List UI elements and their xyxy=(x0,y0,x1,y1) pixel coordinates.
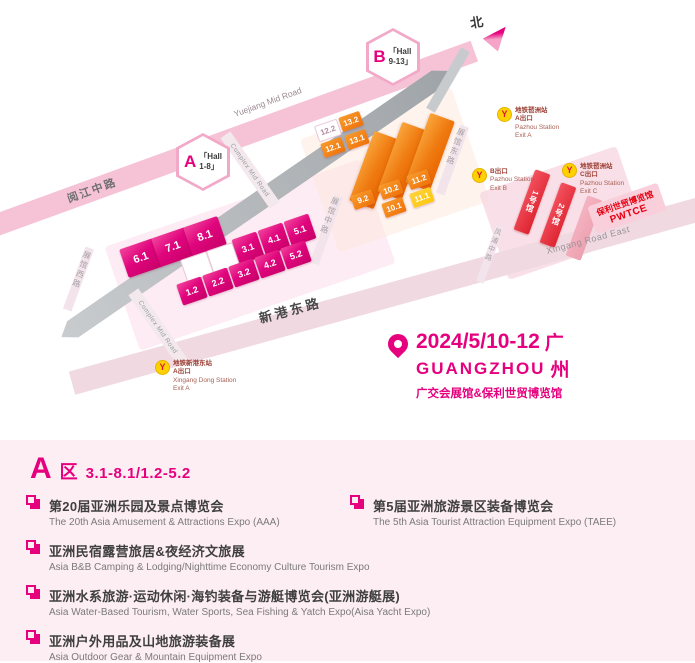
badge-hall-range: 「Hall 1-8」 xyxy=(199,152,222,171)
station-name-en: Xingang Dong Station xyxy=(173,376,237,384)
badge-hall-9-13-inner: B 「Hall 9-13」 xyxy=(369,31,417,83)
station-exit-en: Exit B xyxy=(490,184,507,192)
station-name-cn: 地铁琶洲站 xyxy=(515,107,548,114)
expo-bullet-icon xyxy=(26,495,40,509)
event-info: 2024/5/10-12 广 GUANGZHOU 州 广交会展馆&保利世贸博览馆 xyxy=(383,328,569,401)
event-city-en: GUANGZHOU xyxy=(416,358,546,378)
location-pin-icon xyxy=(383,329,413,359)
metro-icon: Y xyxy=(155,360,170,375)
expo-item-aaa: 第20届亚洲乐园及景点博览会 The 20th Asia Amusement &… xyxy=(26,495,348,528)
station-name-en: Pazhou Station xyxy=(490,176,535,184)
badge-hall-line2: 1-8」 xyxy=(199,162,219,171)
station-name-cn: 地铁琶洲站 xyxy=(580,163,613,170)
station-exit-cn: C出口 xyxy=(580,171,598,179)
station-name-en: Pazhou Station xyxy=(580,179,625,187)
hall-west-road-label: 展馆西路 xyxy=(70,249,93,291)
badge-hall-line1: 「Hall xyxy=(388,47,412,57)
station-exit-en: Exit A xyxy=(515,132,532,140)
badge-hall-1-8-inner: A 「Hall 1-8」 xyxy=(179,136,227,188)
expo-title-cn: 第20届亚洲乐园及景点博览会 xyxy=(49,499,224,514)
event-city-char-1: 广 xyxy=(544,333,564,354)
event-venues: 广交会展馆&保利世贸博览馆 xyxy=(416,388,563,400)
complex-mid-road-label: Complex Mid Road xyxy=(228,142,272,198)
expo-title-cn: 亚洲户外用品及山地旅游装备展 xyxy=(49,634,236,649)
event-text: 2024/5/10-12 广 GUANGZHOU 州 广交会展馆&保利世贸博览馆 xyxy=(416,328,569,401)
badge-hall-range: 「Hall 9-13」 xyxy=(389,47,413,66)
badge-letter-a: A xyxy=(184,152,197,171)
expo-bullet-icon xyxy=(26,630,40,644)
compass-north-arrow-icon xyxy=(483,20,514,51)
station-pazhou-exit-c: Y 地铁琶洲站 C出口 Pazhou Station Exit C xyxy=(562,163,624,197)
station-exit-cn: A出口 xyxy=(173,368,191,376)
zone-suffix: 区 xyxy=(59,462,78,482)
expo-bullet-icon xyxy=(26,585,40,599)
zone-header: A 区 3.1-8.1/1.2-5.2 xyxy=(30,454,671,484)
expo-title-en: Asia Outdoor Gear & Mountain Equipment E… xyxy=(49,652,262,663)
expo-title-en: The 20th Asia Amusement & Attractions Ex… xyxy=(49,517,280,528)
metro-icon: Y xyxy=(562,163,577,178)
expo-title-cn: 第5届亚洲旅游景区装备博览会 xyxy=(373,499,554,514)
metro-icon: Y xyxy=(472,168,487,183)
station-name-cn: 地铁新港东站 xyxy=(173,360,212,367)
expo-item-bnb-camping: 亚洲民宿露营旅居&夜经济文旅展 Asia B&B Camping & Lodgi… xyxy=(26,540,671,573)
expo-title-en: Asia B&B Camping & Lodging/Nighttime Eco… xyxy=(49,562,370,573)
badge-hall-1-8: A 「Hall 1-8」 xyxy=(176,133,230,191)
event-city-char-2: 州 xyxy=(550,360,570,381)
badge-hall-line2: 9-13」 xyxy=(388,57,413,66)
expo-title-cn: 亚洲民宿露营旅居&夜经济文旅展 xyxy=(49,544,245,559)
station-exit-cn: A出口 xyxy=(515,115,533,123)
metro-icon: Y xyxy=(497,107,512,122)
expo-text: 第5届亚洲旅游景区装备博览会 The 5th Asia Tourist Attr… xyxy=(373,496,616,528)
venue-map: Complex Mid Road Complex Mid Road Yuejia… xyxy=(0,0,695,440)
expo-title-en: The 5th Asia Tourist Attraction Equipmen… xyxy=(373,517,617,528)
zone-letter: A xyxy=(30,452,52,485)
station-pazhou-exit-a: Y 地铁琶洲站 A出口 Pazhou Station Exit A xyxy=(497,107,559,141)
badge-hall-line1: 「Hall xyxy=(199,152,222,162)
expo-text: 亚洲户外用品及山地旅游装备展 Asia Outdoor Gear & Mount… xyxy=(49,631,262,663)
station-exit-en: Exit A xyxy=(173,385,190,393)
expo-item-yacht: 亚洲水系旅游·运动休闲·海钓装备与游艇博览会(亚洲游艇展) Asia Water… xyxy=(26,585,671,618)
event-date: 2024/5/10-12 xyxy=(416,329,540,353)
station-name-en: Pazhou Station xyxy=(515,123,560,131)
expo-item-outdoor: 亚洲户外用品及山地旅游装备展 Asia Outdoor Gear & Mount… xyxy=(26,630,671,663)
station-exit-cn: B出口 xyxy=(490,168,508,175)
zone-hall-range: 3.1-8.1/1.2-5.2 xyxy=(85,465,191,482)
expo-title-en: Asia Water-Based Tourism, Water Sports, … xyxy=(49,607,431,618)
expo-title-cn: 亚洲水系旅游·运动休闲·海钓装备与游艇博览会(亚洲游艇展) xyxy=(49,589,401,604)
expo-item-taee: 第5届亚洲旅游景区装备博览会 The 5th Asia Tourist Attr… xyxy=(350,495,671,528)
expo-text: 第20届亚洲乐园及景点博览会 The 20th Asia Amusement &… xyxy=(49,496,280,528)
zone-a-panel: A 区 3.1-8.1/1.2-5.2 第20届亚洲乐园及景点博览会 The 2… xyxy=(0,440,695,663)
expo-text: 亚洲民宿露营旅居&夜经济文旅展 Asia B&B Camping & Lodgi… xyxy=(49,541,370,573)
expo-row-1: 第20届亚洲乐园及景点博览会 The 20th Asia Amusement &… xyxy=(26,495,671,528)
expo-bullet-icon xyxy=(26,540,40,554)
expo-bullet-icon xyxy=(350,495,364,509)
badge-letter-b: B xyxy=(373,47,386,66)
compass-north-label: 北 xyxy=(468,13,485,32)
station-pazhou-exit-b: Y B出口 Pazhou Station Exit B xyxy=(472,168,534,193)
station-xingangdong-exit-a: Y 地铁新港东站 A出口 Xingang Dong Station Exit A xyxy=(155,360,236,394)
expo-text: 亚洲水系旅游·运动休闲·海钓装备与游艇博览会(亚洲游艇展) Asia Water… xyxy=(49,586,430,618)
station-exit-en: Exit C xyxy=(580,188,598,196)
